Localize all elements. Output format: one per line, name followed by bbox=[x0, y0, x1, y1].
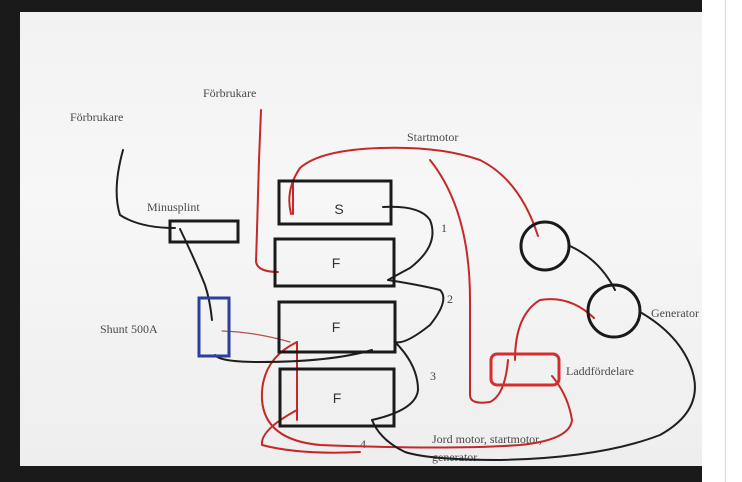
label-startmotor: Startmotor bbox=[407, 130, 458, 144]
right-divider bbox=[725, 0, 726, 482]
red-wire-charger-bottom bbox=[260, 341, 573, 449]
label-jord-line2: generator bbox=[432, 450, 477, 464]
box-s-label: S bbox=[334, 201, 343, 217]
box-f2 bbox=[277, 300, 397, 354]
label-minusplint: Minusplint bbox=[147, 200, 200, 214]
shunt-block bbox=[197, 296, 231, 358]
startmotor-circle bbox=[519, 220, 571, 272]
box-f3-label: F bbox=[333, 390, 342, 406]
left-bezel bbox=[0, 0, 20, 482]
box-f3 bbox=[278, 367, 396, 428]
black-wire-1 bbox=[382, 205, 434, 281]
wire-number-1: 1 bbox=[441, 221, 447, 235]
red-wires bbox=[221, 109, 595, 454]
label-forbrukare-left: Förbrukare bbox=[70, 110, 123, 124]
right-margin bbox=[702, 0, 742, 482]
black-wire-2 bbox=[387, 279, 445, 344]
label-laddfordelare: Laddfördelare bbox=[566, 364, 634, 378]
box-f1 bbox=[273, 237, 396, 288]
black-wire-shunt-f2 bbox=[214, 349, 373, 363]
top-bezel bbox=[0, 0, 742, 12]
wire-number-3: 3 bbox=[430, 369, 436, 383]
wire-number-4: 4 bbox=[360, 437, 366, 451]
red-wire-forbrukare-top bbox=[255, 109, 279, 273]
black-wire-starter-gen bbox=[569, 245, 616, 291]
laddfordelare-box bbox=[489, 352, 561, 387]
black-wires bbox=[115, 149, 696, 461]
box-s bbox=[277, 179, 393, 226]
box-f1-label: F bbox=[332, 255, 341, 271]
label-shunt: Shunt 500A bbox=[100, 322, 158, 336]
label-generator: Generator bbox=[651, 306, 699, 320]
box-f2-label: F bbox=[332, 319, 341, 335]
black-wire-minusplint-shunt bbox=[179, 228, 213, 321]
generator-circle bbox=[586, 283, 642, 339]
bottom-bezel bbox=[0, 466, 702, 482]
red-wire-bottom-loop bbox=[260, 341, 361, 454]
minusplint-bar bbox=[168, 219, 240, 244]
red-wire-generator bbox=[514, 298, 595, 361]
wire-number-2: 2 bbox=[447, 292, 453, 306]
black-wire-forbrukare-left bbox=[115, 149, 176, 229]
red-wire-right-loop bbox=[429, 159, 509, 404]
red-wire-startmotor bbox=[288, 146, 539, 237]
label-jord-line1: Jord motor, startmotor, bbox=[432, 432, 542, 446]
black-wire-4 bbox=[371, 311, 696, 461]
label-forbrukare-top: Förbrukare bbox=[203, 86, 256, 100]
